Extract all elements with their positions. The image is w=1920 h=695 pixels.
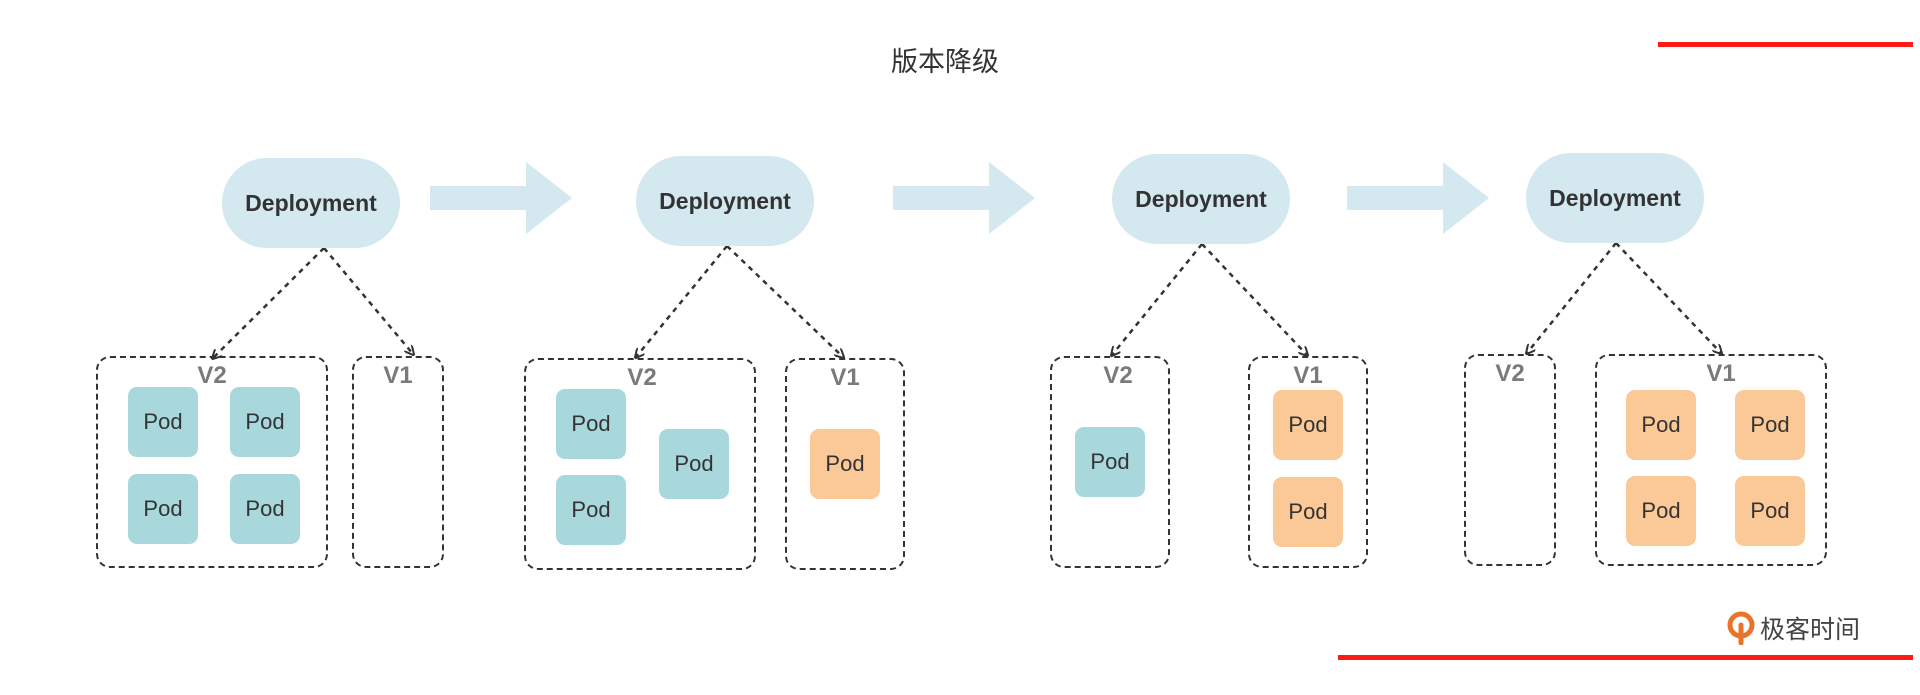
link-s2-v2 — [636, 245, 728, 357]
pod: Pod — [1273, 477, 1343, 547]
v2-group-3 — [1050, 356, 1170, 568]
v2-group-1 — [96, 356, 328, 568]
red-mark-top — [1658, 42, 1913, 47]
v2-group-2 — [524, 358, 756, 570]
v2-label-4: V2 — [1495, 360, 1525, 387]
pod: Pod — [1273, 390, 1343, 460]
v2-label-3: V2 — [1103, 362, 1133, 389]
v1-group-3 — [1248, 356, 1368, 568]
link-s1-v2 — [213, 247, 325, 358]
v1-label-2: V1 — [830, 364, 860, 391]
link-s1-v1 — [323, 247, 413, 354]
pod: Pod — [1735, 390, 1805, 460]
v1-label-3: V1 — [1293, 362, 1323, 389]
pod: Pod — [659, 429, 729, 499]
deployment-node-3: Deployment — [1112, 154, 1290, 244]
v1-label-1: V1 — [383, 362, 413, 389]
pod: Pod — [810, 429, 880, 499]
deployment-node-2: Deployment — [636, 156, 814, 246]
link-s4-v2 — [1527, 242, 1617, 353]
diagram-title: 版本降级 — [891, 47, 999, 78]
v2-label-2: V2 — [627, 364, 657, 391]
link-s4-v1 — [1615, 242, 1721, 353]
v2-label-1: V2 — [197, 362, 227, 389]
v1-group-4 — [1595, 354, 1827, 566]
pod: Pod — [1075, 427, 1145, 497]
link-s3-v1 — [1201, 243, 1307, 355]
deployment-node-1: Deployment — [222, 158, 400, 248]
v1-group-1 — [352, 356, 444, 568]
pod: Pod — [128, 387, 198, 457]
link-s2-v1 — [726, 245, 843, 357]
transition-arrow-1 — [430, 162, 572, 234]
pod: Pod — [1626, 476, 1696, 546]
brand-watermark: 极客时间 — [1726, 610, 1860, 646]
v1-label-4: V1 — [1706, 360, 1736, 387]
pod: Pod — [230, 474, 300, 544]
transition-arrow-2 — [893, 162, 1035, 234]
pod: Pod — [556, 475, 626, 545]
v1-group-2 — [785, 358, 905, 570]
brand-name: 极客时间 — [1760, 615, 1861, 644]
pod: Pod — [1735, 476, 1805, 546]
link-s3-v2 — [1112, 243, 1203, 355]
pod: Pod — [128, 474, 198, 544]
brand-logo-icon — [1727, 611, 1755, 645]
deployment-node-4: Deployment — [1526, 153, 1704, 243]
pod: Pod — [556, 389, 626, 459]
transition-arrow-3 — [1347, 162, 1489, 234]
v2-group-4 — [1464, 354, 1556, 566]
pod: Pod — [1626, 390, 1696, 460]
pod: Pod — [230, 387, 300, 457]
red-mark-bottom — [1338, 655, 1913, 660]
